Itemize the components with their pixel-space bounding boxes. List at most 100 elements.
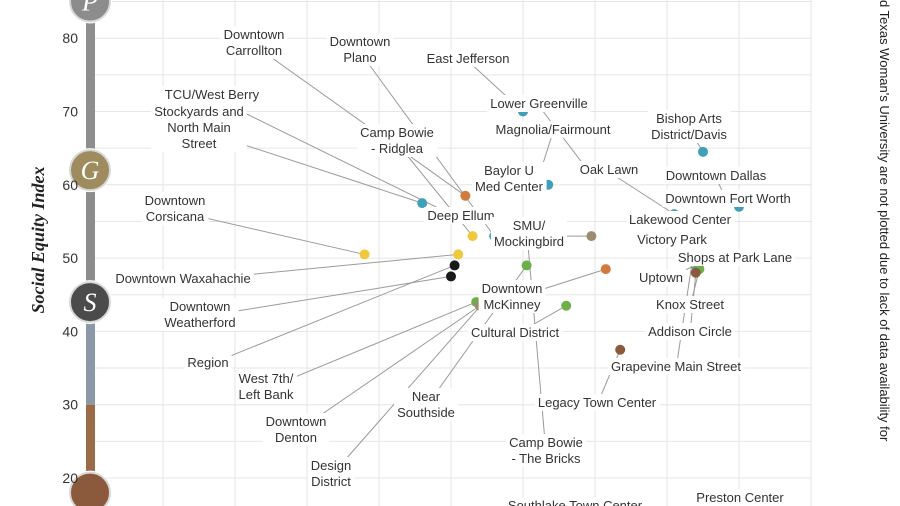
y-tick-label: 60 (62, 177, 78, 193)
point-label: Deep Ellum (427, 208, 494, 223)
point-label: TCU/West Berry (165, 87, 260, 102)
scale-badge-circle (69, 471, 111, 506)
data-point (467, 231, 478, 242)
point-label-background (576, 161, 642, 178)
data-point (521, 260, 532, 271)
scale-badge-s: S (68, 280, 112, 325)
leader-line (211, 96, 459, 219)
scale-badge-p: P (68, 0, 112, 24)
point-label: Oak Lawn (580, 162, 639, 177)
point-label-background (674, 249, 796, 266)
y-tick-label: 80 (62, 30, 78, 46)
point-label: Cultural District (471, 325, 560, 340)
point-label: Camp Bowie- Ridglea (360, 125, 434, 156)
data-point (417, 198, 428, 209)
leader-line (295, 305, 481, 433)
leader-line (199, 275, 452, 318)
data-point (449, 260, 460, 271)
point-label-background (490, 217, 568, 250)
point-label-background (492, 121, 614, 138)
point-label-background (151, 103, 247, 152)
scale-badge-letter: P (81, 0, 98, 17)
point-label: Shops at Park Lane (678, 250, 792, 265)
point-label-background (662, 167, 770, 184)
point-label-background (534, 394, 660, 411)
point-label: Downtown Fort Worth (665, 191, 790, 206)
leader-line (207, 264, 455, 366)
leader-line (265, 301, 477, 390)
point-label: Victory Park (637, 232, 707, 247)
point-label-background (141, 192, 209, 225)
point-label-background (645, 323, 735, 340)
point-label-background (394, 388, 458, 421)
point-label-background (467, 324, 563, 341)
point-label-background (357, 124, 437, 157)
y-tick-label: 70 (62, 104, 78, 120)
data-point (615, 344, 626, 355)
point-label: Addison Circle (648, 324, 732, 339)
point-label-background (161, 86, 263, 103)
point-label: Downtown Waxahachie (115, 271, 250, 286)
rating-scale-bar: P G S (68, 0, 112, 506)
point-label-background (478, 280, 546, 313)
scale-badge-circle (69, 0, 111, 23)
scale-badge-circle (69, 149, 111, 192)
scale-bar-segment (86, 0, 95, 171)
scale-badge-circle (69, 281, 111, 324)
point-label-background (626, 211, 735, 228)
point-label: Knox Street (656, 297, 724, 312)
point-label-background (662, 190, 794, 207)
scale-badge-bottom (68, 470, 112, 506)
data-point (690, 267, 701, 278)
scale-badge-letter: S (84, 288, 97, 317)
point-label-background (504, 497, 646, 506)
point-label: West 7th/Left Bank (239, 371, 294, 402)
point-label-background (424, 207, 498, 224)
point-label-background (326, 33, 394, 66)
point-label-background (472, 162, 547, 195)
scale-badge-letter: G (81, 156, 100, 185)
data-point (453, 249, 464, 260)
point-label: Camp Bowie- The Bricks (509, 435, 583, 466)
y-tick-label: 20 (62, 470, 78, 486)
point-label-background (487, 95, 591, 112)
point-label-background (235, 370, 297, 403)
point-label: East Jefferson (427, 51, 510, 66)
scale-bar-segment (86, 404, 95, 493)
leader-line (330, 298, 488, 477)
point-label: Legacy Town Center (538, 395, 657, 410)
data-point (446, 271, 456, 282)
point-label-background (112, 270, 254, 287)
point-label-background (635, 269, 687, 286)
point-label-background (506, 434, 586, 467)
point-label: Lower Greenville (490, 96, 588, 111)
point-label: Magnolia/Fairmount (496, 122, 611, 137)
y-tick-label: 30 (62, 397, 78, 413)
data-point (359, 249, 370, 260)
point-label-background (423, 50, 513, 67)
point-label: Southlake Town Center (508, 498, 643, 506)
point-label: Preston Center (696, 490, 784, 505)
y-axis-title: Social Equity Index (28, 166, 48, 313)
leader-line (675, 261, 693, 370)
scale-bar-segment (86, 170, 95, 303)
side-note: d Texas Woman's University are not plott… (877, 0, 892, 442)
point-label: Grapevine Main Street (611, 359, 741, 374)
point-label-background (161, 298, 239, 331)
leader-line (538, 105, 589, 171)
point-label-background (653, 296, 728, 313)
y-tick-label: 40 (62, 323, 78, 339)
data-point (586, 231, 597, 242)
